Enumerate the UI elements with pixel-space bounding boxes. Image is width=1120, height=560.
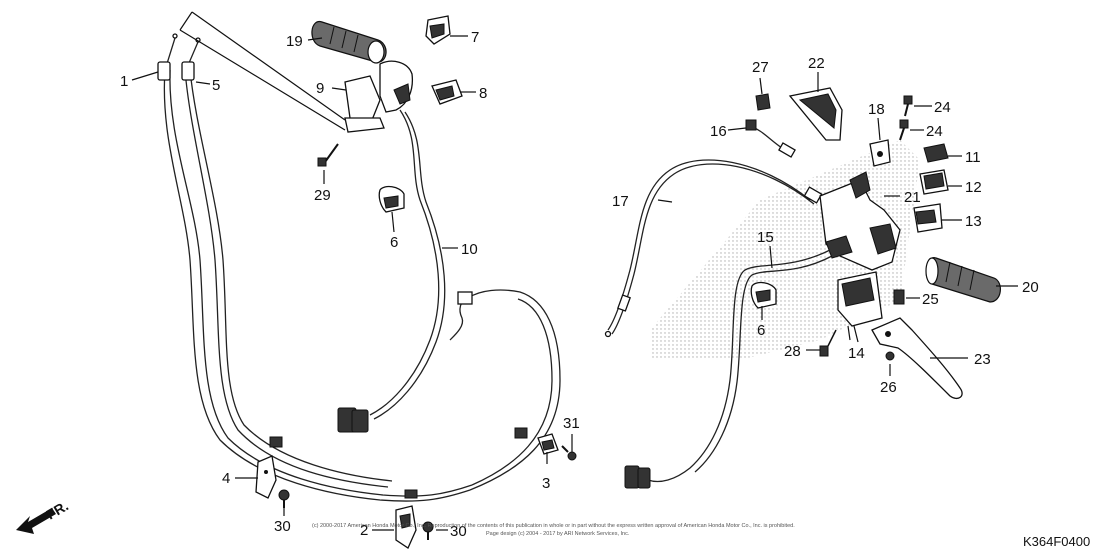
callout-26: 26 bbox=[880, 379, 897, 396]
callout-22: 22 bbox=[808, 55, 825, 72]
diagram-code: K364F0400 bbox=[1023, 534, 1090, 549]
switch-8 bbox=[431, 79, 463, 105]
grip-20 bbox=[925, 257, 1001, 303]
callout-28: 28 bbox=[784, 343, 801, 360]
callout-21: 21 bbox=[904, 189, 921, 206]
cable-16 bbox=[745, 119, 796, 158]
clamp-4 bbox=[255, 455, 277, 499]
callouts: 1 2 3 4 5 6 6 7 8 9 10 11 12 13 14 15 16… bbox=[120, 29, 1039, 540]
callout-24-upper: 24 bbox=[934, 99, 951, 116]
copyright-line-1: (c) 2000-2017 American Honda Motor Co., … bbox=[312, 523, 795, 529]
callout-8: 8 bbox=[479, 85, 487, 102]
callout-4: 4 bbox=[222, 470, 230, 487]
callout-30-left: 30 bbox=[274, 518, 291, 535]
switch-11 bbox=[923, 143, 949, 163]
throttle-cables bbox=[163, 69, 561, 502]
bolt-24-upper bbox=[903, 95, 913, 117]
callout-31: 31 bbox=[563, 415, 580, 432]
callout-14: 14 bbox=[848, 345, 865, 362]
callout-15: 15 bbox=[757, 229, 774, 246]
callout-2: 2 bbox=[360, 522, 368, 539]
callout-6-right: 6 bbox=[757, 322, 765, 339]
throttle-housing-9 bbox=[344, 60, 414, 133]
callout-6-left: 6 bbox=[390, 234, 398, 251]
callout-11: 11 bbox=[965, 149, 981, 166]
switch-13 bbox=[913, 203, 943, 233]
screw-28 bbox=[819, 329, 837, 357]
cable-band-3 bbox=[404, 489, 418, 499]
cable-band-1 bbox=[269, 436, 283, 448]
bolt-30-bottom bbox=[422, 521, 434, 540]
callout-7: 7 bbox=[471, 29, 479, 46]
front-direction-indicator: FR. bbox=[16, 497, 71, 534]
bolt-25 bbox=[893, 289, 905, 305]
switch-cable-15 bbox=[624, 249, 833, 489]
callout-23: 23 bbox=[974, 351, 991, 368]
cable-ends-top bbox=[157, 33, 201, 81]
nut-26 bbox=[885, 351, 895, 361]
harness-connector-upper bbox=[449, 291, 473, 341]
callout-27: 27 bbox=[752, 59, 769, 76]
cable-band-2 bbox=[514, 427, 528, 439]
callout-9: 9 bbox=[316, 80, 324, 97]
bracket-2 bbox=[395, 505, 417, 549]
callout-10: 10 bbox=[461, 241, 478, 258]
callout-5: 5 bbox=[212, 77, 220, 94]
callout-1: 1 bbox=[120, 73, 128, 90]
screw-29 bbox=[317, 143, 339, 167]
callout-12: 12 bbox=[965, 179, 982, 196]
bolt-24-lower bbox=[899, 119, 909, 141]
callout-30-bottom: 30 bbox=[450, 523, 467, 540]
callout-17: 17 bbox=[612, 193, 629, 210]
clutch-cable-17 bbox=[604, 159, 823, 338]
switch-12 bbox=[919, 169, 949, 195]
clamp-6-right bbox=[750, 281, 777, 309]
callout-3: 3 bbox=[542, 475, 550, 492]
callout-24-lower: 24 bbox=[926, 123, 943, 140]
bolt-30-left bbox=[278, 489, 290, 508]
switch-housing-14 bbox=[837, 271, 883, 341]
lever-bracket-21 bbox=[819, 171, 901, 271]
copyright-line-2: Page design (c) 2004 - 2017 by ARI Netwo… bbox=[486, 531, 630, 537]
callout-13: 13 bbox=[965, 213, 982, 230]
callout-16: 16 bbox=[710, 123, 727, 140]
switch-27 bbox=[755, 93, 771, 111]
pivot-18 bbox=[869, 139, 891, 167]
cover-22 bbox=[788, 87, 843, 141]
callout-29: 29 bbox=[314, 187, 331, 204]
clamp-6-left bbox=[378, 185, 405, 213]
front-arrow-icon bbox=[16, 508, 56, 534]
switch-7 bbox=[425, 15, 451, 45]
bolt-31 bbox=[561, 445, 577, 461]
clip-3 bbox=[537, 433, 559, 455]
callout-18: 18 bbox=[868, 101, 885, 118]
callout-25: 25 bbox=[922, 291, 939, 308]
throttle-grip-19 bbox=[311, 21, 387, 64]
callout-19: 19 bbox=[286, 33, 303, 50]
leader-lines bbox=[131, 35, 1018, 531]
switch-cable-10 bbox=[337, 109, 446, 433]
lever-23 bbox=[871, 317, 963, 400]
callout-20: 20 bbox=[1022, 279, 1039, 296]
